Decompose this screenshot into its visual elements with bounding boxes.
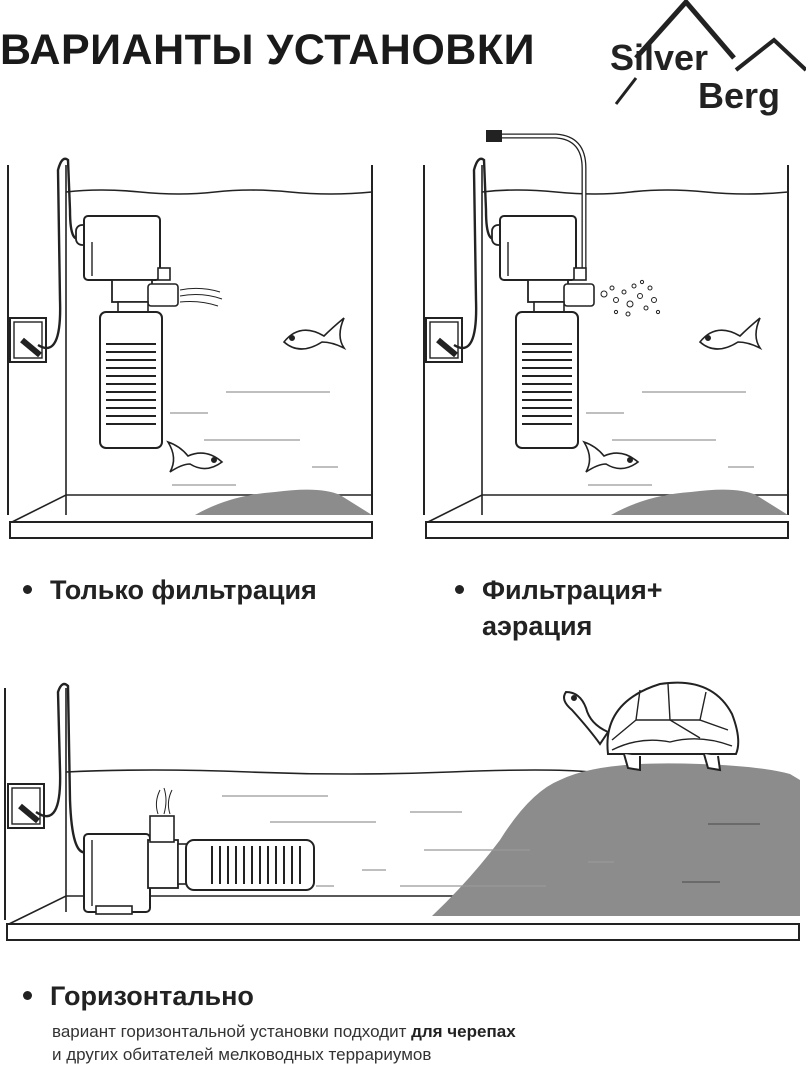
option-label: Только фильтрация (50, 575, 317, 605)
option-horizontal: Горизонтально (23, 978, 254, 1014)
fish-icon (582, 440, 640, 473)
turtle-icon (563, 681, 740, 772)
filter-sponge (99, 311, 163, 449)
option-filtration-only: Только фильтрация (23, 572, 317, 608)
logo-line2: Berg (698, 75, 780, 116)
option-label-line2: аэрация (482, 611, 593, 641)
silverberg-logo: Silver Berg (610, 0, 806, 116)
pump-head (83, 215, 161, 281)
filter-sponge (515, 311, 579, 449)
page-title: ВАРИАНТЫ УСТАНОВКИ (0, 26, 536, 74)
sand-slope (432, 763, 800, 916)
note-prefix: вариант горизонтальной установки подходи… (52, 1022, 412, 1041)
fish-icon (166, 440, 224, 473)
power-socket-icon (7, 783, 45, 829)
illustration-filtration-aeration (423, 130, 789, 539)
power-socket-icon (9, 317, 47, 363)
fish-icon (282, 317, 347, 351)
pump-head (83, 833, 151, 913)
note-bold: для черепах (411, 1022, 516, 1041)
sand-mound (611, 489, 788, 515)
bullet-icon (23, 585, 32, 594)
illustration-filtration-only (7, 157, 373, 539)
option-label-line1: Фильтрация+ (482, 575, 663, 605)
bullet-icon (455, 585, 464, 594)
logo-line1: Silver (610, 37, 708, 78)
pump-head (499, 215, 577, 281)
air-bubbles (600, 279, 661, 317)
note-line2: и других обитателей мелководных террариу… (52, 1045, 432, 1064)
fish-icon (698, 317, 763, 351)
power-socket-icon (425, 317, 463, 363)
horizontal-note: вариант горизонтальной установки подходи… (52, 1020, 516, 1066)
sand-mound (195, 489, 372, 515)
filter-sponge (185, 839, 315, 891)
option-filtration-aeration: Фильтрация+ аэрация (455, 572, 663, 644)
air-intake-icon (486, 130, 502, 142)
illustration-horizontal (4, 681, 800, 941)
bullet-icon (23, 991, 32, 1000)
option-label: Горизонтально (50, 981, 254, 1011)
